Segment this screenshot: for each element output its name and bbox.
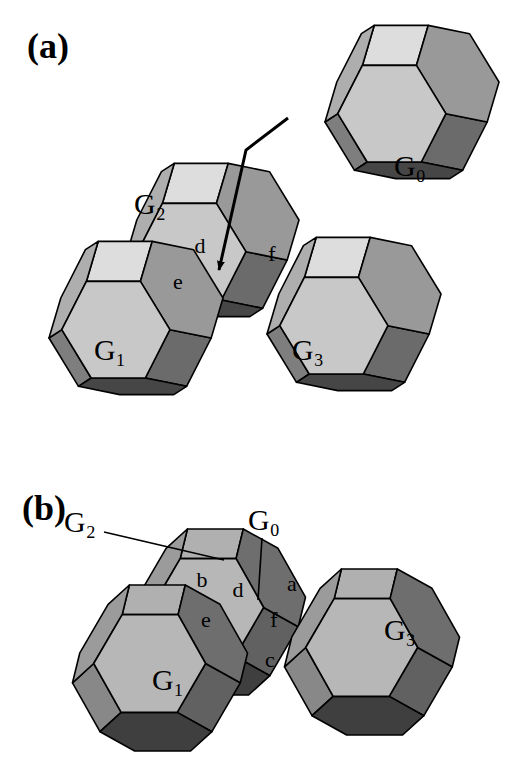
grain-label: e xyxy=(201,609,211,631)
grain-face xyxy=(100,712,212,751)
grain-label: G₁ xyxy=(152,665,184,695)
grain-polyhedron xyxy=(267,237,441,390)
grain-face xyxy=(312,696,424,735)
grain-polyhedron xyxy=(49,241,223,394)
grain-label: b xyxy=(197,569,208,591)
grain-face xyxy=(94,615,206,713)
grain-label: f xyxy=(270,609,277,631)
grain-face xyxy=(338,65,446,162)
grain-label: G₀ xyxy=(248,505,280,535)
grain-polyhedron xyxy=(285,569,460,735)
grain-label: f xyxy=(268,243,275,265)
grain-label: G₃ xyxy=(384,615,416,645)
grain-label: G₀ xyxy=(394,151,426,181)
grain-label: G₁ xyxy=(94,335,126,365)
leader-line xyxy=(258,538,262,600)
grain-label: c xyxy=(265,649,275,671)
grain-face xyxy=(306,599,418,697)
grain-label: e xyxy=(173,271,183,293)
grain-face xyxy=(280,277,388,374)
grain-label: d xyxy=(195,235,206,257)
grain-label: G₃ xyxy=(292,335,324,365)
grain-polyhedron xyxy=(73,585,248,751)
leader-line xyxy=(104,532,224,560)
grain-face xyxy=(122,585,185,615)
grain-label: G₂ xyxy=(64,507,96,537)
grain-label: a xyxy=(287,573,297,595)
motion-arrow xyxy=(219,118,288,270)
grain-face xyxy=(297,374,405,391)
panel-label: (b) xyxy=(22,490,66,526)
grain-face xyxy=(180,529,243,559)
grain-face xyxy=(334,569,397,599)
grain-label: G₂ xyxy=(134,189,166,219)
panel-label: (a) xyxy=(27,28,69,64)
grain-label: d xyxy=(233,579,244,601)
grain-face xyxy=(79,378,187,395)
grain-face xyxy=(62,281,170,378)
